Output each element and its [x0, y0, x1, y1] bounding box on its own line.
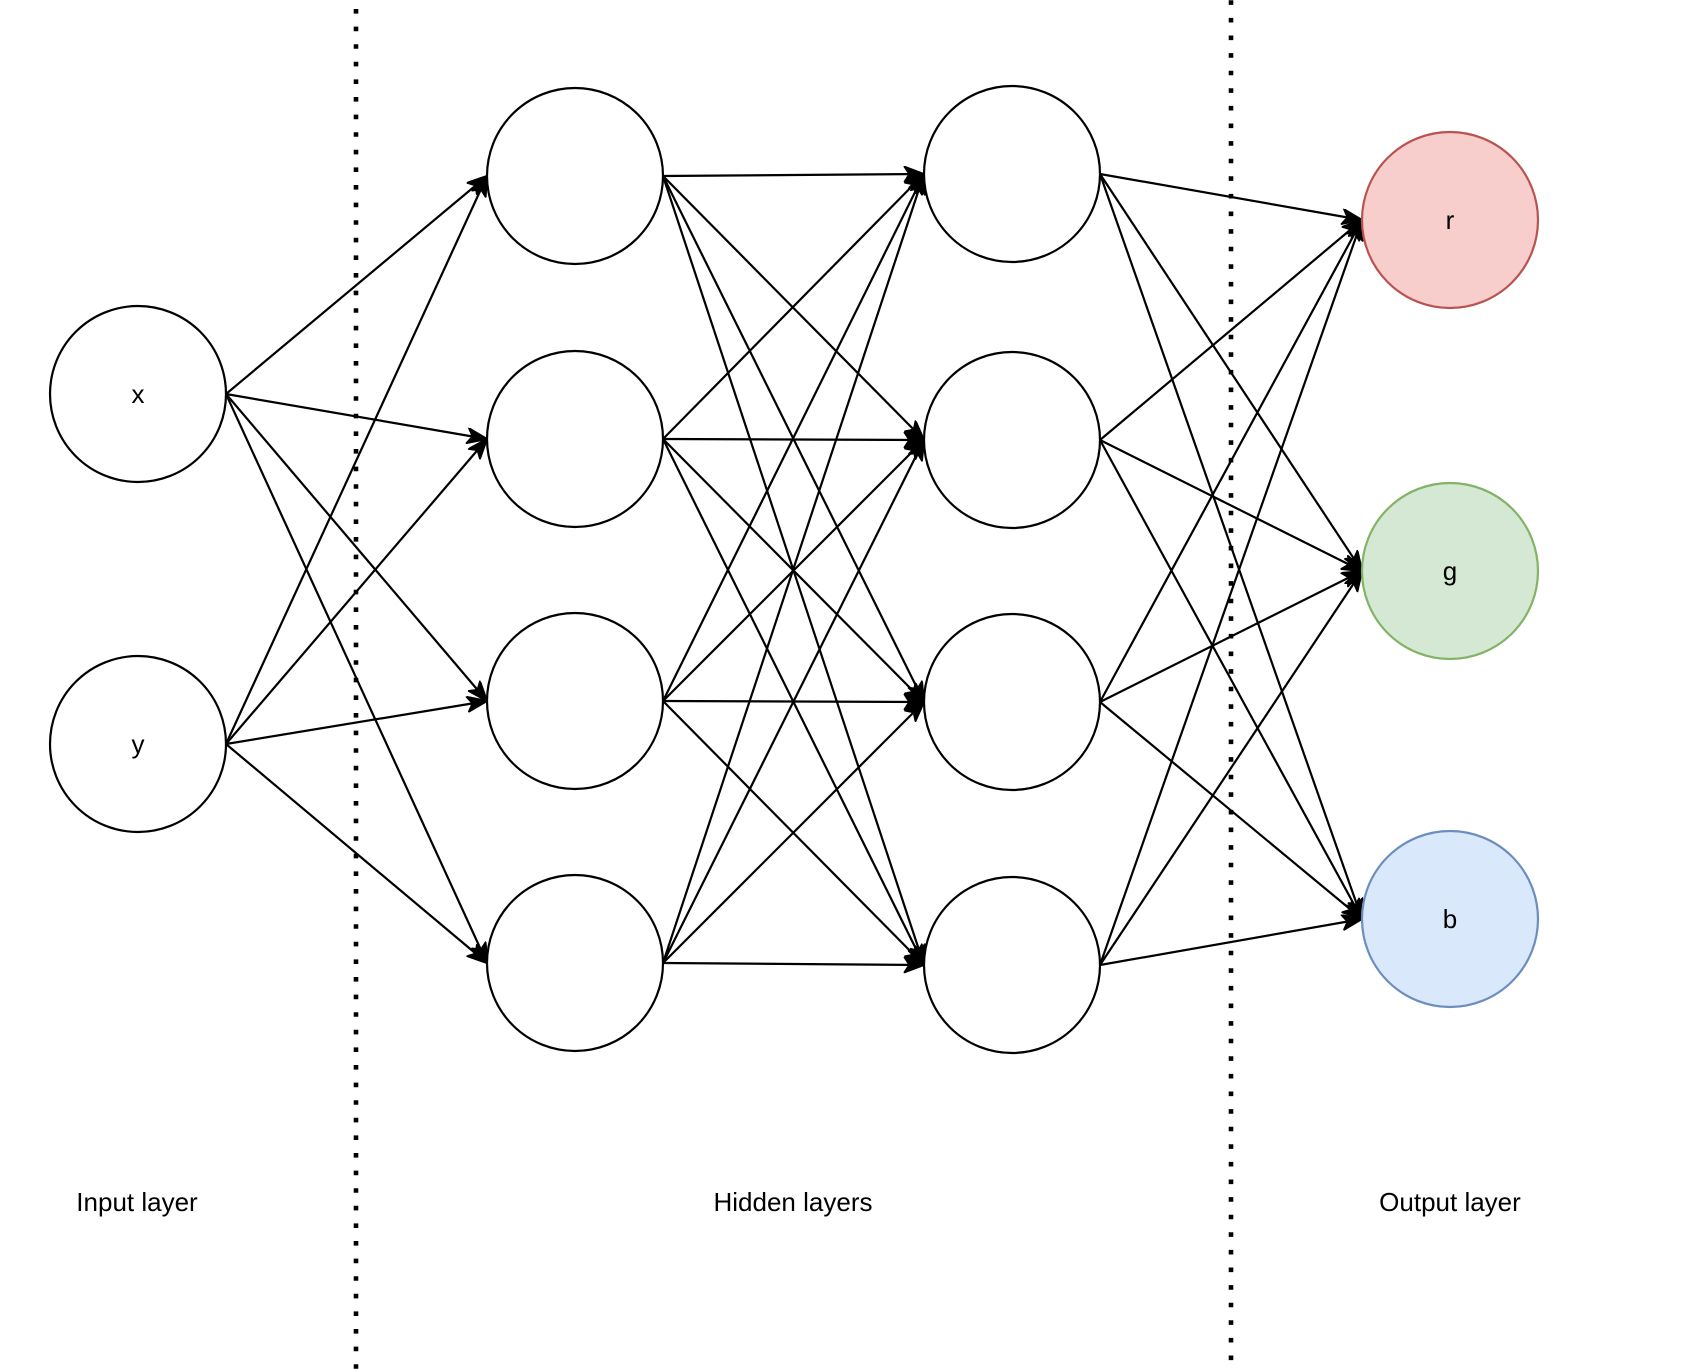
- svg-text:Hidden layers: Hidden layers: [714, 1187, 873, 1217]
- svg-text:y: y: [132, 729, 145, 759]
- svg-text:x: x: [132, 379, 145, 409]
- svg-text:Input layer: Input layer: [76, 1187, 198, 1217]
- svg-text:g: g: [1443, 556, 1457, 586]
- svg-text:Output layer: Output layer: [1379, 1187, 1521, 1217]
- svg-text:b: b: [1443, 904, 1457, 934]
- svg-text:r: r: [1446, 205, 1455, 235]
